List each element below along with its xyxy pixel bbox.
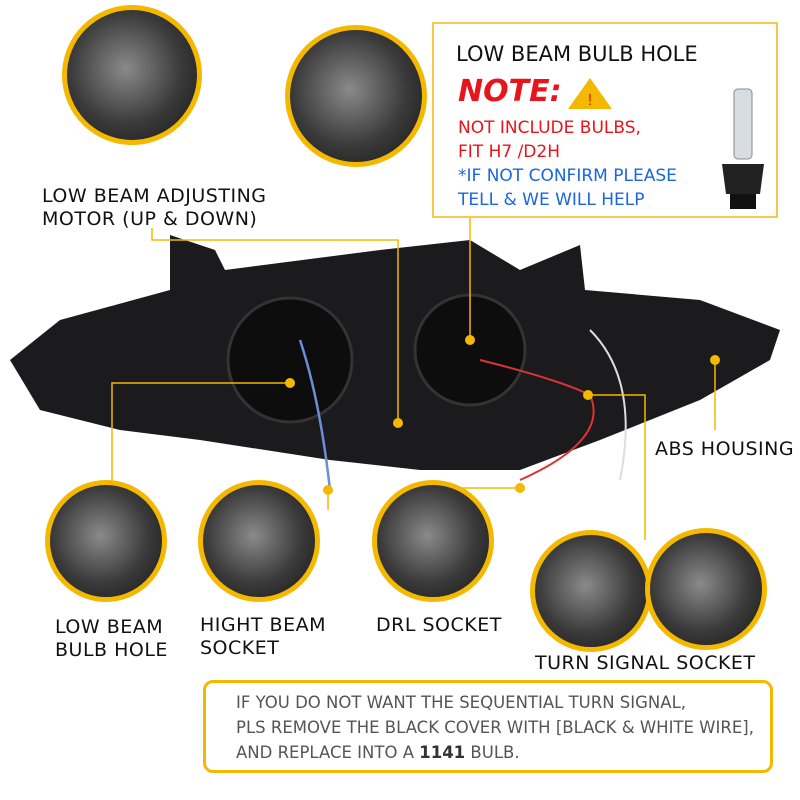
note-box: LOW BEAM BULB HOLE NOTE: ! NOT INCLUDE B…	[432, 22, 778, 218]
svg-text:!: !	[588, 92, 592, 109]
detail-low-beam-bulb-hole-top	[285, 25, 427, 167]
detail-high-beam-socket	[198, 480, 320, 602]
label-abs-housing: ABS HOUSING	[655, 438, 795, 460]
label-line: MOTOR (UP & DOWN)	[42, 208, 258, 230]
label-line: LOW BEAM ADJUSTING	[42, 185, 267, 207]
bottom-note-text: AND REPLACE INTO A	[236, 743, 420, 762]
hid-bulb-image	[722, 88, 764, 209]
note-line: TELL & WE WILL HELP	[458, 190, 645, 210]
detail-drl-socket	[372, 480, 494, 602]
note-title: LOW BEAM BULB HOLE	[456, 42, 698, 66]
note-heading: NOTE:	[458, 74, 562, 109]
warning-triangle-icon: !	[568, 78, 612, 109]
bottom-note-box: IF YOU DO NOT WANT THE SEQUENTIAL TURN S…	[203, 680, 773, 773]
bottom-note-line: IF YOU DO NOT WANT THE SEQUENTIAL TURN S…	[236, 693, 687, 712]
note-line: NOT INCLUDE BULBS,	[458, 118, 641, 138]
label-drl-socket: DRL SOCKET	[376, 614, 502, 636]
bottom-note-line: PLS REMOVE THE BLACK COVER WITH [BLACK &…	[236, 718, 754, 737]
bulb-type: 1141	[419, 743, 466, 762]
label-line: HIGHT BEAM	[200, 614, 326, 636]
bottom-note-line: AND REPLACE INTO A 1141 BULB.	[236, 743, 520, 762]
detail-turn-signal-socket	[530, 530, 652, 652]
label-line: BULB HOLE	[55, 639, 168, 661]
label-turn-signal-socket: TURN SIGNAL SOCKET	[535, 652, 756, 674]
detail-adjusting-motor	[62, 5, 202, 145]
note-line: FIT H7 /D2H	[458, 142, 560, 162]
label-line: LOW BEAM	[55, 616, 164, 638]
detail-low-beam-bulb-hole	[45, 480, 167, 602]
bottom-note-text: BULB.	[465, 743, 520, 762]
label-line: SOCKET	[200, 637, 280, 659]
detail-turn-signal-bulb	[645, 528, 767, 650]
note-line: *IF NOT CONFIRM PLEASE	[458, 166, 677, 186]
